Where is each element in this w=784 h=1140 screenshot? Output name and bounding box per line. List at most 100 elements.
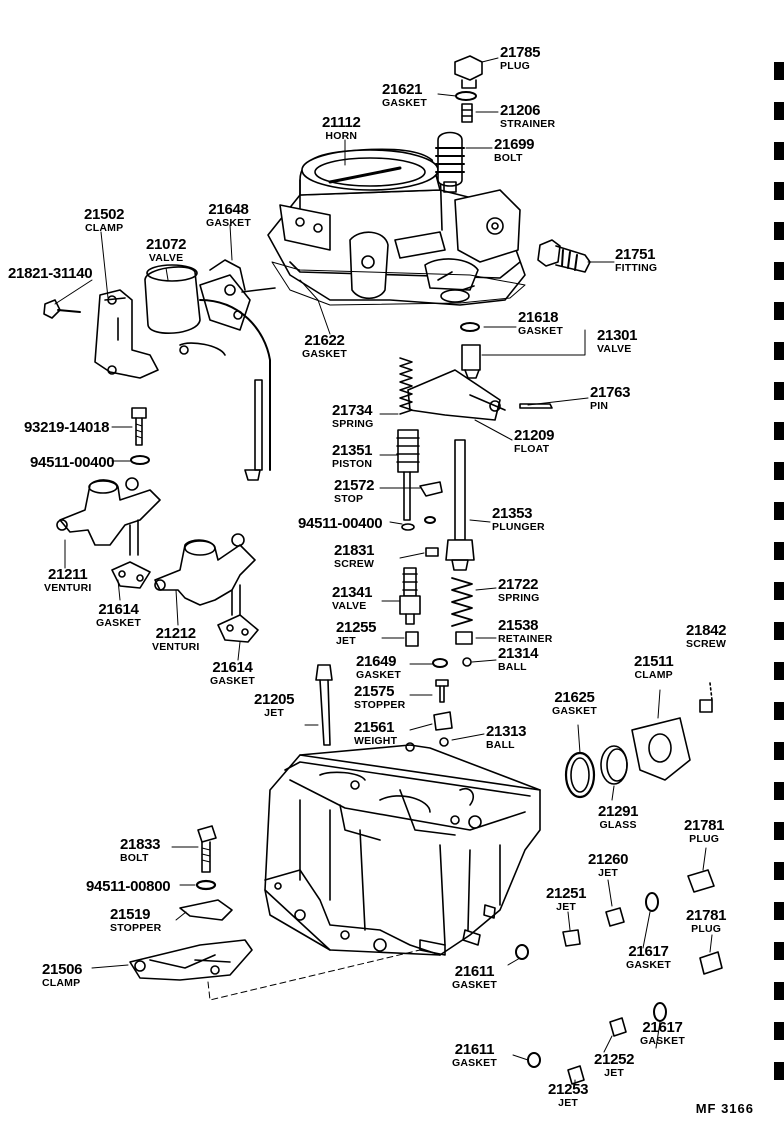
drawing-number: MF 3166 bbox=[695, 1101, 754, 1116]
spring-upper bbox=[399, 357, 413, 415]
jets-and-plugs bbox=[515, 869, 723, 1085]
edge-mark bbox=[774, 62, 784, 80]
edge-mark bbox=[774, 782, 784, 800]
stop-and-washer bbox=[401, 481, 443, 531]
edge-mark bbox=[774, 622, 784, 640]
edge-mark bbox=[774, 142, 784, 160]
edge-mark bbox=[774, 342, 784, 360]
edge-mark bbox=[774, 582, 784, 600]
part-label-94511-00400-b: 94511-00400 bbox=[298, 515, 383, 532]
edge-mark bbox=[774, 1022, 784, 1040]
edge-mark bbox=[774, 262, 784, 280]
needle-valve-and-float bbox=[407, 322, 553, 421]
part-label-94511-00400-a: 94511-00400 bbox=[30, 454, 115, 471]
edge-mark bbox=[774, 422, 784, 440]
sight-glass-assembly bbox=[564, 682, 713, 799]
part-label-94511-00800: 94511-00800 bbox=[86, 878, 171, 895]
venturi-gasket-1 bbox=[111, 561, 151, 589]
carburetor-body bbox=[264, 742, 541, 956]
plunger bbox=[445, 439, 475, 571]
leader-lines bbox=[54, 57, 713, 1086]
edge-mark bbox=[774, 742, 784, 760]
accelerator-pump-check-parts bbox=[432, 657, 472, 747]
choke-valve-assembly bbox=[43, 259, 276, 481]
fitting bbox=[537, 239, 591, 273]
edge-mark bbox=[774, 902, 784, 920]
edge-mark bbox=[774, 702, 784, 720]
edge-mark bbox=[774, 102, 784, 120]
small-screw bbox=[425, 547, 439, 557]
edge-mark bbox=[774, 1062, 784, 1080]
spring-lower bbox=[451, 577, 473, 627]
screw-and-washer bbox=[130, 407, 150, 465]
edge-mark bbox=[774, 462, 784, 480]
part-label-93219-14018: 93219-14018 bbox=[24, 419, 110, 436]
power-valve bbox=[399, 567, 421, 625]
venturi-gasket-2 bbox=[217, 614, 259, 643]
edge-mark bbox=[774, 382, 784, 400]
edge-mark bbox=[774, 942, 784, 960]
edge-mark bbox=[774, 822, 784, 840]
edge-mark bbox=[774, 502, 784, 520]
long-jet bbox=[315, 664, 333, 746]
piston bbox=[396, 429, 420, 521]
venturi-secondary bbox=[154, 533, 256, 616]
edge-mark bbox=[774, 662, 784, 680]
throttle-linkage-parts bbox=[129, 825, 421, 1001]
venturi-primary bbox=[56, 477, 161, 556]
cover-gasket bbox=[271, 261, 526, 306]
edge-mark bbox=[774, 862, 784, 880]
jet-and-retainer bbox=[405, 631, 473, 647]
